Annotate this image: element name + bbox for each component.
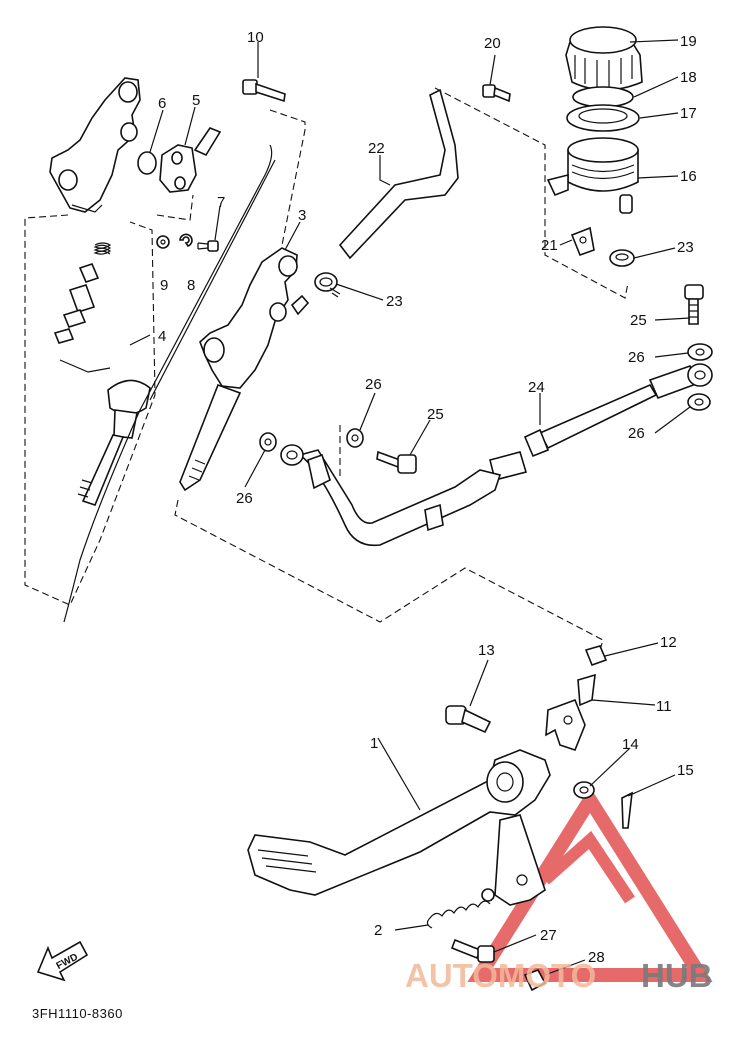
bolt-27 — [450, 938, 495, 963]
master-cylinder-body-exploded — [49, 77, 141, 213]
clevis-pin-13 — [445, 705, 492, 734]
forward-direction-arrow: FWD — [36, 940, 89, 982]
reservoir-cap — [565, 26, 643, 91]
union-bolt-middle — [376, 450, 417, 474]
callout-25-middle: 25 — [427, 406, 444, 423]
callout-8: 8 — [187, 277, 195, 294]
callout-12: 12 — [660, 634, 677, 651]
nut-28 — [523, 969, 547, 992]
watermark-part2: HUB — [641, 957, 713, 994]
callout-11: 11 — [656, 698, 672, 715]
callout-23-lower: 23 — [677, 239, 694, 256]
callout-6: 6 — [158, 95, 166, 112]
reservoir-tank-16 — [546, 137, 639, 214]
brake-hose — [280, 363, 713, 547]
callout-22: 22 — [368, 140, 385, 157]
callout-9: 9 — [160, 277, 168, 294]
callout-26-upper-right: 26 — [628, 349, 645, 366]
screw-7 — [197, 240, 219, 252]
diagram-code: 3FH1110-8360 — [32, 1006, 123, 1021]
callout-2: 2 — [374, 922, 382, 939]
callout-16: 16 — [680, 168, 697, 185]
washer-26-top-right — [687, 343, 713, 361]
kit-4-dashed-frame — [24, 214, 156, 606]
watermark-part1: AUTOMOTO — [405, 957, 596, 994]
callout-25-right: 25 — [630, 312, 647, 329]
washer-14 — [573, 781, 595, 799]
union-bolt-right — [684, 284, 704, 325]
reservoir-plate-18 — [572, 86, 634, 108]
washer-26-middle — [346, 428, 364, 448]
callout-10: 10 — [247, 29, 264, 46]
callout-labels: 1 2 3 4 5 6 7 8 9 10 11 12 13 14 15 16 1… — [158, 29, 697, 966]
o-ring — [137, 151, 157, 175]
hose-joint — [159, 127, 222, 193]
reservoir-diaphragm-17 — [566, 104, 640, 132]
brake-pedal — [247, 749, 551, 906]
callout-20: 20 — [484, 35, 501, 52]
bracket-21 — [570, 226, 595, 257]
clip-8 — [179, 233, 193, 247]
hose-clamp-upper — [314, 272, 341, 298]
callout-19: 19 — [680, 33, 697, 50]
callout-28: 28 — [588, 949, 605, 966]
washer-26-lower-right — [687, 393, 711, 411]
piston-cups — [53, 263, 100, 344]
washer-9 — [156, 235, 170, 249]
leader-lines — [129, 39, 691, 976]
push-rod-assembly — [77, 379, 151, 506]
hose-clamp-lower — [609, 249, 635, 267]
callout-27: 27 — [540, 927, 557, 944]
callout-1: 1 — [370, 735, 378, 752]
callout-17: 17 — [680, 105, 697, 122]
callout-26-middle: 26 — [365, 376, 382, 393]
bolt-10 — [242, 79, 286, 103]
callout-26-left: 26 — [236, 490, 253, 507]
callout-18: 18 — [680, 69, 697, 86]
bolt-20 — [482, 84, 511, 103]
nut-12 — [584, 645, 608, 667]
callout-26-lower-right: 26 — [628, 425, 645, 442]
cotter-pin-15 — [621, 791, 633, 829]
callout-24: 24 — [528, 379, 545, 396]
callout-14: 14 — [622, 736, 639, 753]
reservoir-hose — [338, 88, 459, 260]
washer-26-left — [259, 432, 277, 452]
divider-curve — [63, 144, 273, 623]
callout-15: 15 — [677, 762, 694, 779]
callout-4: 4 — [158, 328, 166, 345]
callout-3: 3 — [298, 207, 306, 224]
return-spring — [426, 888, 495, 929]
callout-7: 7 — [217, 194, 225, 211]
cylinder-spring — [93, 242, 112, 255]
watermark-text: AUTOMOTO HUB — [405, 957, 713, 994]
callout-13: 13 — [478, 642, 495, 659]
callout-21: 21 — [541, 237, 558, 254]
callout-5: 5 — [192, 92, 200, 109]
callout-23-upper: 23 — [386, 293, 403, 310]
master-cylinder — [179, 247, 310, 492]
clevis-11 — [545, 673, 596, 751]
